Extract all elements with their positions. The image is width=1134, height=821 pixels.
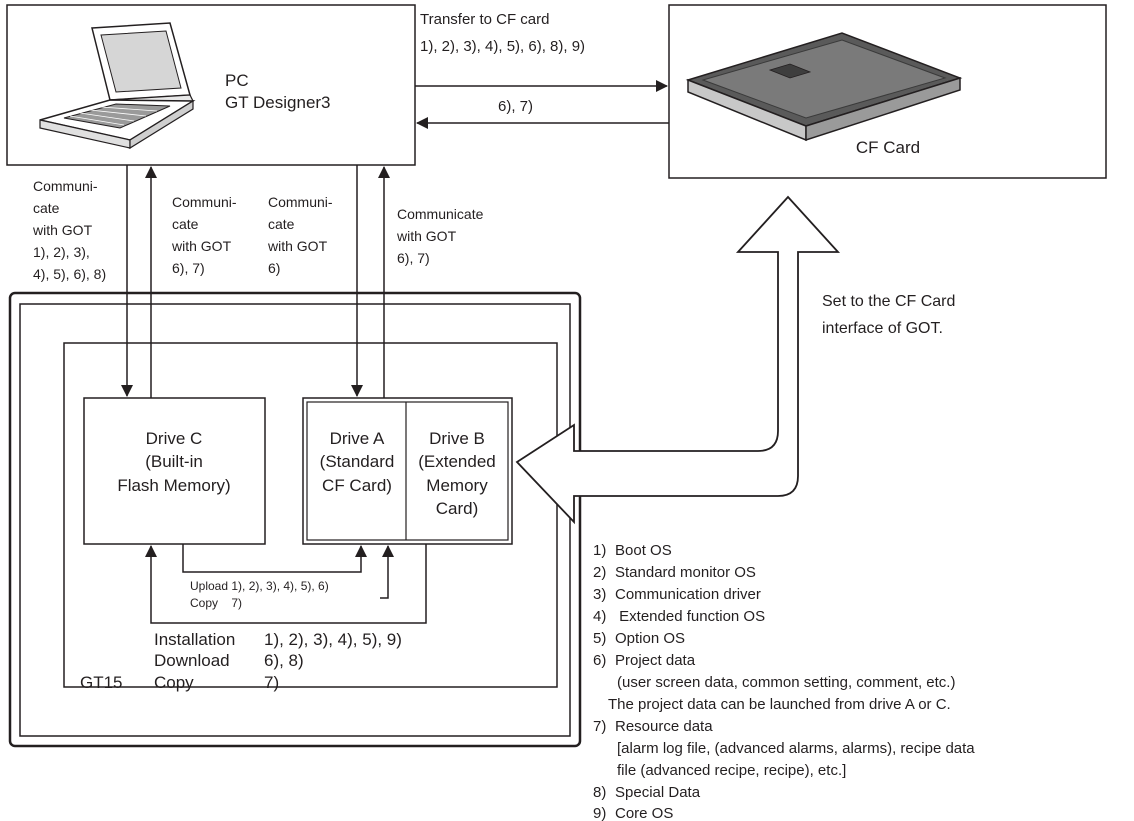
download-items: 6), 8) <box>264 651 304 670</box>
legend-sub-7-1: [alarm log file, (advanced alarms, alarm… <box>617 740 975 757</box>
comm-label-2: Communi- cate with GOT 6), 7) <box>171 194 237 276</box>
legend-num-6: 6) <box>593 652 606 669</box>
legend-num-9: 9) <box>593 805 606 821</box>
drive-a-line-1: Drive A <box>330 429 385 448</box>
comm-2-line-1: Communi- <box>172 194 237 210</box>
legend-sub-6-2: The project data can be launched from dr… <box>608 696 951 713</box>
comm-label-1: Communi- cate with GOT 1), 2), 3), 4), 5… <box>32 178 106 282</box>
pc-software-label: GT Designer3 <box>225 93 331 112</box>
drive-a-line-3: CF Card) <box>322 476 392 495</box>
comm-1-line-1: Communi- <box>33 178 98 194</box>
comm-4-line-2: with GOT <box>396 228 457 244</box>
drive-b-line-1: Drive B <box>429 429 485 448</box>
comm-2-line-4: 6), 7) <box>172 260 205 276</box>
comm-3-line-4: 6) <box>268 260 280 276</box>
comm-1-line-5: 4), 5), 6), 8) <box>33 266 106 282</box>
drive-ab-outer-box <box>303 398 512 544</box>
legend-text-1: Boot OS <box>615 542 672 559</box>
drive-b-line-4: Card) <box>436 499 479 518</box>
legend-num-1: 1) <box>593 542 606 559</box>
set-to-cf-line-2: interface of GOT. <box>822 320 943 337</box>
legend-text-8: Special Data <box>615 784 701 801</box>
legend-text-7: Resource data <box>615 718 713 735</box>
drive-c-line-3: Flash Memory) <box>117 476 230 495</box>
drive-a-line-2: (Standard <box>320 452 395 471</box>
comm-1-line-4: 1), 2), 3), <box>33 244 90 260</box>
comm-1-line-2: cate <box>33 200 60 216</box>
got-model-label: GT15 <box>80 673 123 692</box>
legend-num-3: 3) <box>593 586 606 603</box>
legend-text-5: Option OS <box>615 630 685 647</box>
cf-to-pc-items: 6), 7) <box>498 98 533 115</box>
set-to-cf-line-1: Set to the CF Card <box>822 293 955 310</box>
legend-num-8: 8) <box>593 784 606 801</box>
legend-num-4: 4) <box>593 608 606 625</box>
pc-box <box>7 5 415 165</box>
comm-1-line-3: with GOT <box>32 222 93 238</box>
comm-4-line-3: 6), 7) <box>397 250 430 266</box>
comm-2-line-2: cate <box>172 216 199 232</box>
legend-num-2: 2) <box>593 564 606 581</box>
comm-2-line-3: with GOT <box>171 238 232 254</box>
copy-label: Copy 7) <box>190 596 242 610</box>
comm-3-line-2: cate <box>268 216 295 232</box>
copy-op-items: 7) <box>264 673 279 692</box>
drive-c-line-2: (Built-in <box>145 452 203 471</box>
transfer-to-cf-items: 1), 2), 3), 4), 5), 6), 8), 9) <box>420 38 585 55</box>
legend-text-9: Core OS <box>615 805 673 821</box>
legend-num-5: 5) <box>593 630 606 647</box>
drive-c-box <box>84 398 265 544</box>
legend-text-4: Extended function OS <box>615 608 765 625</box>
comm-label-4: Communicate with GOT 6), 7) <box>396 206 484 266</box>
cf-card-label: CF Card <box>856 138 920 157</box>
legend-text-3: Communication driver <box>615 586 761 603</box>
legend-text-2: Standard monitor OS <box>615 564 756 581</box>
legend-num-7: 7) <box>593 718 606 735</box>
set-cf-card-arrow <box>517 197 838 522</box>
comm-3-line-3: with GOT <box>267 238 328 254</box>
installation-label: Installation <box>154 630 235 649</box>
comm-3-line-1: Communi- <box>268 194 333 210</box>
copy-op-label: Copy <box>154 673 194 692</box>
legend-sub-7-2: file (advanced recipe, recipe), etc.] <box>617 762 846 779</box>
download-label: Download <box>154 651 230 670</box>
legend-sub-6-1: (user screen data, common setting, comme… <box>617 674 955 691</box>
comm-4-line-1: Communicate <box>397 206 484 222</box>
upload-label: Upload 1), 2), 3), 4), 5), 6) <box>190 579 329 593</box>
drive-c-line-1: Drive C <box>146 429 203 448</box>
pc-label: PC <box>225 71 249 90</box>
legend-text-6: Project data <box>615 652 696 669</box>
installation-items: 1), 2), 3), 4), 5), 9) <box>264 630 402 649</box>
drive-b-line-2: (Extended <box>418 452 496 471</box>
transfer-to-cf-title: Transfer to CF card <box>420 11 549 28</box>
drive-b-line-3: Memory <box>426 476 488 495</box>
comm-label-3: Communi- cate with GOT 6) <box>267 194 333 276</box>
legend: 1) Boot OS 2) Standard monitor OS 3) Com… <box>593 542 975 821</box>
